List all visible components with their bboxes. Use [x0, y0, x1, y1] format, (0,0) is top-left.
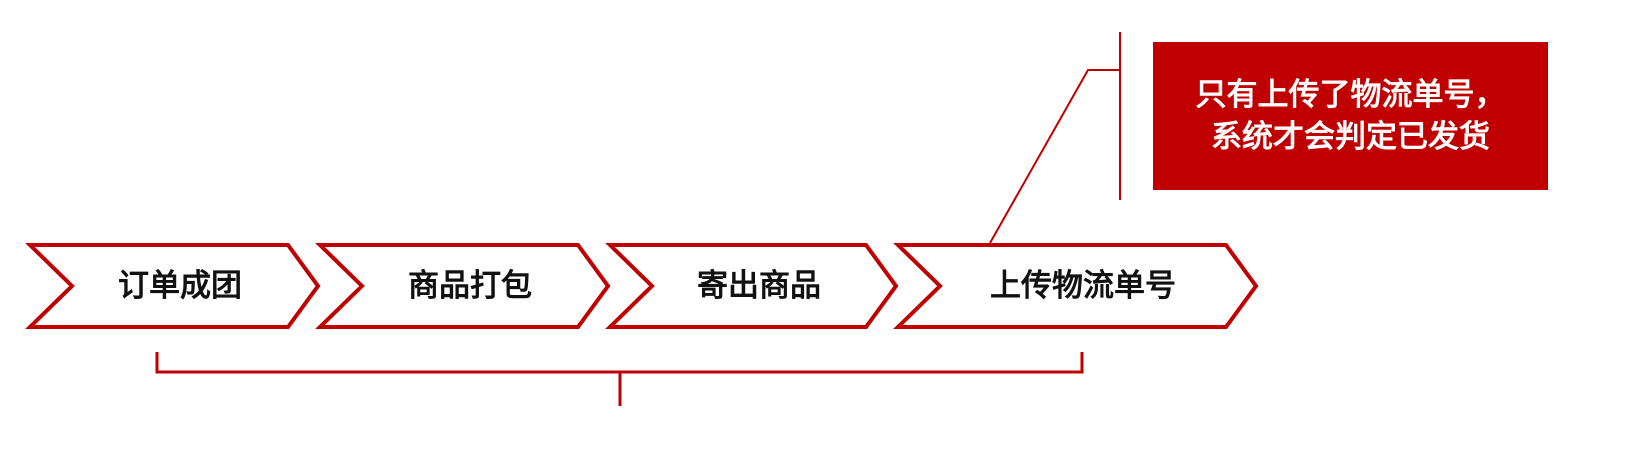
step-label-3: 寄出商品 [697, 268, 821, 304]
step-label-4: 上传物流单号 [990, 268, 1176, 304]
step-label-1: 订单成团 [118, 268, 242, 304]
callout-line [989, 69, 1120, 244]
step-chevron-4 [893, 243, 1259, 329]
bracket [155, 352, 1084, 406]
callout-note-line-2: 系统才会判定已发货 [1211, 119, 1490, 155]
step-chevron-2 [315, 243, 611, 329]
callout-note: 只有上传了物流单号， 系统才会判定已发货 [1153, 42, 1548, 190]
step-chevron-1 [25, 243, 321, 329]
callout-note-line-1: 只有上传了物流单号， [1195, 77, 1506, 113]
step-chevron-3 [605, 243, 899, 329]
step-label-2: 商品打包 [408, 268, 532, 304]
